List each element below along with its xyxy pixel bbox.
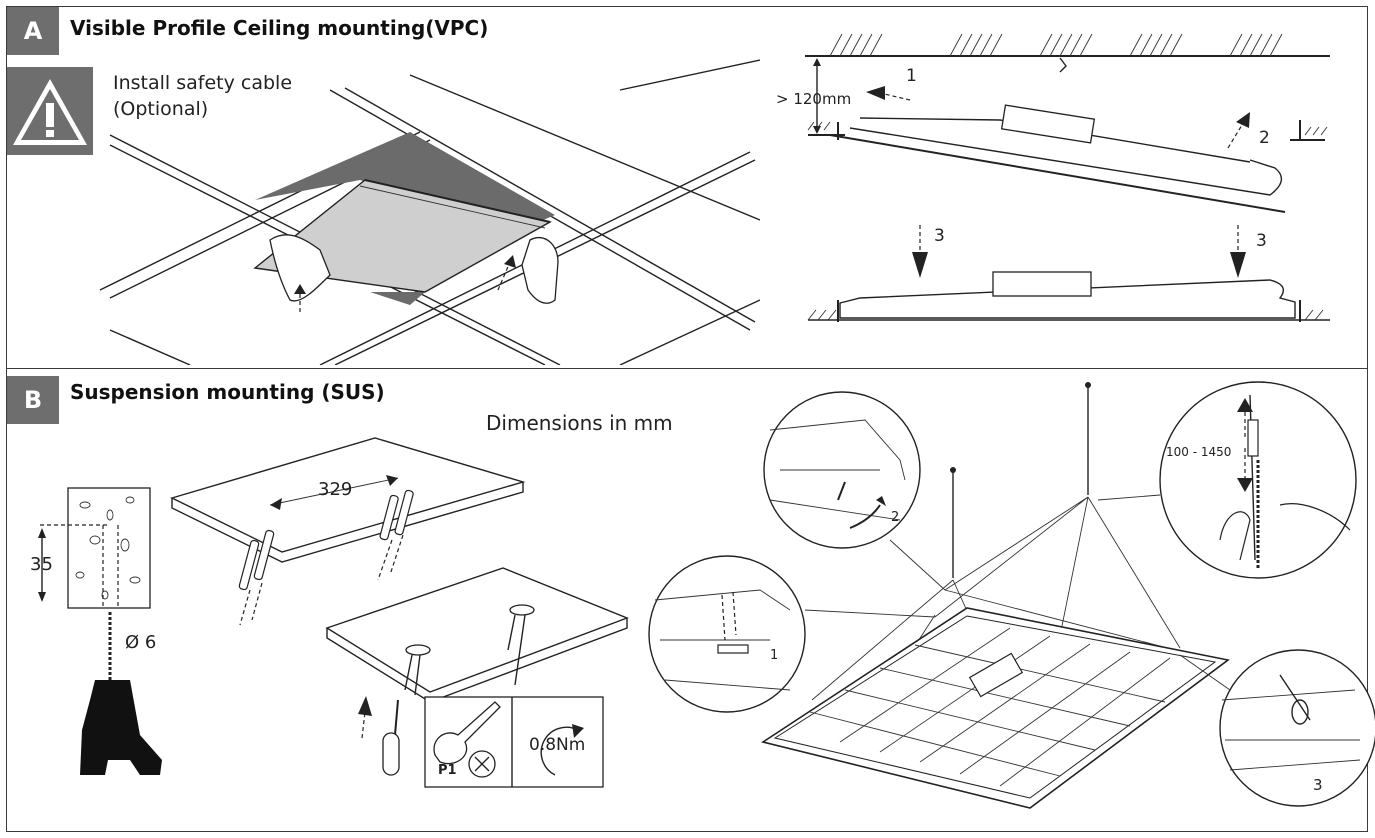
- screwdriver-icon: [382, 732, 400, 776]
- step-3-right-label: 3: [1256, 231, 1267, 251]
- detail-2-label: 2: [891, 510, 900, 525]
- section-a-badge: A: [7, 7, 59, 55]
- clearance-label: > 120mm: [776, 90, 852, 108]
- tool-label: P1: [438, 763, 457, 778]
- concrete-block: [67, 487, 151, 609]
- step-3-left-label: 3: [934, 226, 945, 246]
- drilling-illustration: [38, 437, 629, 788]
- safety-cable-label: Install safety cable: [113, 72, 293, 94]
- detail-3-circle: [1219, 649, 1375, 807]
- section-b-badge: B: [7, 376, 59, 424]
- side-view-illustration: [805, 33, 1330, 322]
- detail-3-label: 3: [1313, 776, 1323, 794]
- left-hand: [269, 234, 331, 302]
- detail-1-circle: [648, 555, 806, 713]
- cable-length-label: 100 - 1450: [1166, 445, 1232, 459]
- hole-spacing-label: 329: [318, 479, 353, 500]
- step-1-label: 1: [906, 66, 917, 86]
- suspended-panel: [761, 607, 1230, 809]
- suspension-illustration: [648, 381, 1375, 809]
- section-divider: [6, 368, 1368, 369]
- right-hand: [521, 237, 559, 304]
- warning-icon: [7, 67, 93, 155]
- step-2-label: 2: [1259, 128, 1270, 148]
- instruction-frame: [6, 6, 1368, 832]
- safety-cable-optional: (Optional): [113, 98, 209, 120]
- section-b-title: Suspension mounting (SUS): [70, 380, 385, 404]
- drill-depth-label: 35: [30, 554, 53, 575]
- detail-1-label: 1: [770, 648, 779, 663]
- ceiling-grid-illustration: [99, 59, 760, 365]
- dimensions-note: Dimensions in mm: [486, 411, 673, 435]
- torque-arrow-icon: [540, 726, 579, 776]
- torque-label: 0.8Nm: [529, 735, 586, 755]
- drill-icon: [80, 680, 162, 775]
- drill-diameter-label: Ø 6: [125, 632, 157, 653]
- section-a-title: Visible Profile Ceiling mounting(VPC): [70, 16, 489, 40]
